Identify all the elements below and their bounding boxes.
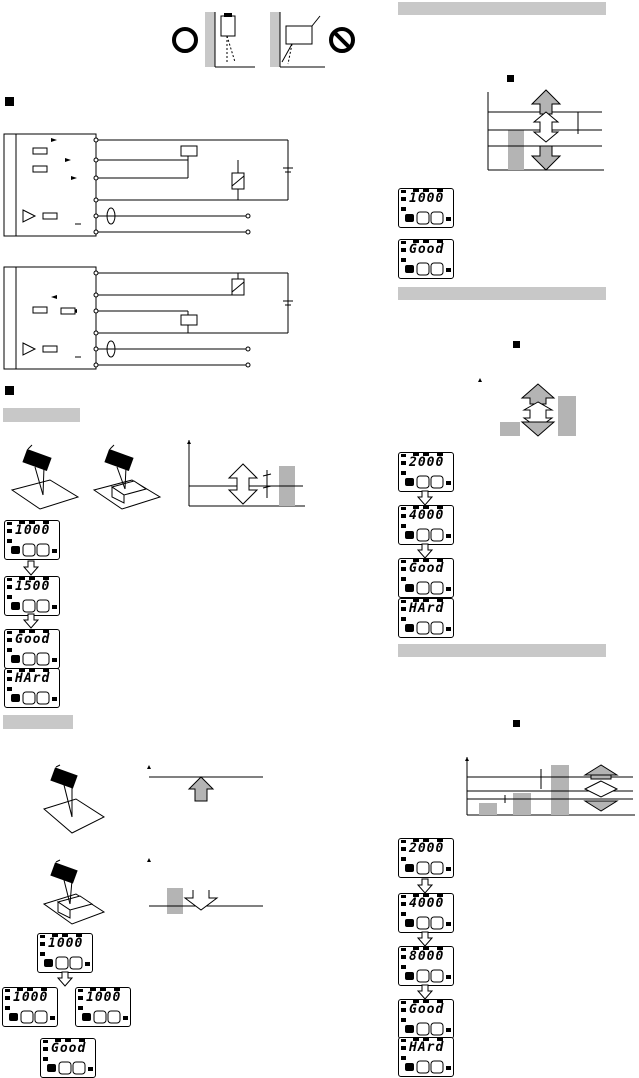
- mount-ng-figure: [270, 12, 325, 68]
- down-arrow-icon: [22, 560, 40, 576]
- down-arrow-icon: [56, 971, 74, 987]
- lcd-panel-graphics: [7, 521, 57, 557]
- display-value: HArd: [409, 1040, 445, 1055]
- display-right-top-1: 1000: [398, 188, 454, 228]
- display-left-low-2b: 1000: [75, 987, 131, 1027]
- lcd-panel-graphics: [78, 988, 128, 1024]
- lcd-panel-graphics: [401, 894, 451, 930]
- square-marker-icon: [513, 341, 520, 348]
- down-arrow-icon: [416, 931, 434, 947]
- display-value: 4000: [409, 508, 445, 523]
- subsection-bar: [3, 408, 80, 422]
- threshold-graph-right-low: [465, 757, 635, 816]
- display-left-low-3: Good: [40, 1038, 96, 1078]
- wiring-diagram-npn: [3, 133, 293, 237]
- display-value: 4000: [409, 896, 445, 911]
- lcd-panel-graphics: [401, 189, 451, 225]
- display-right-low-2: 4000: [398, 893, 454, 933]
- display-value: Good: [409, 561, 445, 576]
- display-left-3: Good: [4, 629, 60, 669]
- graph-teach-lower: [147, 858, 263, 914]
- sensor-over-workpiece-figure: [92, 444, 162, 510]
- down-arrow-icon: [416, 543, 434, 559]
- display-value: 1000: [86, 990, 122, 1005]
- lcd-panel-graphics: [7, 669, 57, 705]
- display-value: 1000: [48, 936, 84, 951]
- square-marker-icon: [513, 720, 520, 727]
- display-left-4: HArd: [4, 668, 60, 708]
- section-bar: [398, 287, 606, 300]
- display-value: Good: [15, 632, 51, 647]
- section-bar: [398, 2, 606, 15]
- display-right-low-4: Good: [398, 999, 454, 1039]
- threshold-graph-right-mid: [478, 378, 576, 437]
- down-arrow-icon: [416, 878, 434, 894]
- section-marker-icon: [5, 386, 14, 395]
- lcd-panel-graphics: [401, 240, 451, 276]
- display-right-top-2: Good: [398, 239, 454, 279]
- display-value: 1500: [15, 579, 51, 594]
- sensor-over-workpiece-figure: [42, 859, 106, 925]
- display-value: Good: [409, 242, 445, 257]
- display-right-mid-1: 2000: [398, 452, 454, 492]
- graph-teach-upper: [147, 765, 263, 802]
- display-value: 1000: [15, 523, 51, 538]
- lcd-panel-graphics: [5, 988, 55, 1024]
- lcd-panel-graphics: [40, 934, 90, 970]
- display-value: HArd: [15, 671, 51, 686]
- mount-ok-figure: [205, 12, 255, 68]
- sensor-over-plate-figure: [10, 444, 80, 510]
- lcd-panel-graphics: [401, 559, 451, 595]
- subsection-bar: [3, 715, 73, 729]
- lcd-panel-graphics: [401, 947, 451, 983]
- display-right-mid-4: HArd: [398, 598, 454, 638]
- lcd-panel-graphics: [401, 453, 451, 489]
- down-arrow-icon: [22, 613, 40, 629]
- wiring-diagram-pnp: [3, 266, 293, 370]
- display-value: Good: [409, 1002, 445, 1017]
- display-right-mid-2: 4000: [398, 505, 454, 545]
- lcd-panel-graphics: [43, 1039, 93, 1075]
- lcd-panel-graphics: [401, 839, 451, 875]
- display-right-low-3: 8000: [398, 946, 454, 986]
- lcd-panel-graphics: [401, 1038, 451, 1074]
- display-value: 1000: [13, 990, 49, 1005]
- section-marker-icon: [5, 97, 14, 106]
- section-bar: [398, 644, 606, 657]
- display-right-mid-3: Good: [398, 558, 454, 598]
- lcd-panel-graphics: [401, 1000, 451, 1036]
- display-right-low-1: 2000: [398, 838, 454, 878]
- display-value: 1000: [409, 191, 445, 206]
- lcd-panel-graphics: [7, 630, 57, 666]
- prohibited-icon: [329, 27, 355, 53]
- sensor-over-plate-figure: [42, 764, 106, 834]
- down-arrow-icon: [416, 984, 434, 1000]
- display-value: 8000: [409, 949, 445, 964]
- display-right-low-5: HArd: [398, 1037, 454, 1077]
- display-value: 2000: [409, 455, 445, 470]
- lcd-panel-graphics: [7, 577, 57, 613]
- display-left-1: 1000: [4, 520, 60, 560]
- lcd-panel-graphics: [401, 506, 451, 542]
- square-marker-icon: [507, 75, 514, 82]
- lcd-panel-graphics: [401, 599, 451, 635]
- display-value: Good: [51, 1041, 87, 1056]
- display-left-low-1: 1000: [37, 933, 93, 973]
- display-left-low-2a: 1000: [2, 987, 58, 1027]
- threshold-graph-right-top: [487, 89, 604, 171]
- threshold-graph-two-point: [187, 440, 305, 507]
- display-value: HArd: [409, 601, 445, 616]
- display-value: 2000: [409, 841, 445, 856]
- ok-circle-icon: [172, 27, 198, 53]
- display-left-2: 1500: [4, 576, 60, 616]
- down-arrow-icon: [416, 490, 434, 506]
